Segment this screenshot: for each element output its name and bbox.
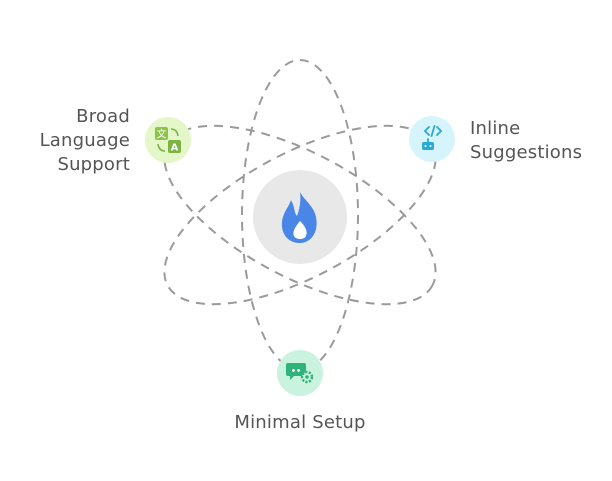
orbit-diagonal-down [163, 124, 437, 306]
translate-icon: 文 A [155, 127, 181, 154]
node-minimal-setup: •• [277, 350, 323, 396]
flame-icon [281, 192, 317, 243]
node-inline-suggestions [409, 116, 455, 162]
label-line: Broad [76, 106, 130, 127]
svg-text:••: •• [291, 367, 301, 376]
label-broad-language-support: Broad Language Support [30, 105, 130, 177]
code-robot-icon [422, 125, 443, 150]
chat-gear-icon: •• [286, 363, 314, 384]
label-inline-suggestions: Inline Suggestions [470, 117, 610, 165]
label-line: Language [39, 130, 130, 151]
label-line: Minimal Setup [234, 412, 366, 433]
label-line: Support [57, 154, 130, 175]
label-minimal-setup: Minimal Setup [200, 411, 400, 435]
center-hub [253, 170, 347, 264]
orbit-vertical [241, 59, 359, 371]
svg-text:文: 文 [157, 128, 167, 141]
label-line: Suggestions [470, 142, 583, 163]
node-broad-language-support: 文 A [145, 117, 191, 163]
svg-text:A: A [171, 143, 179, 154]
label-line: Inline [470, 118, 521, 139]
